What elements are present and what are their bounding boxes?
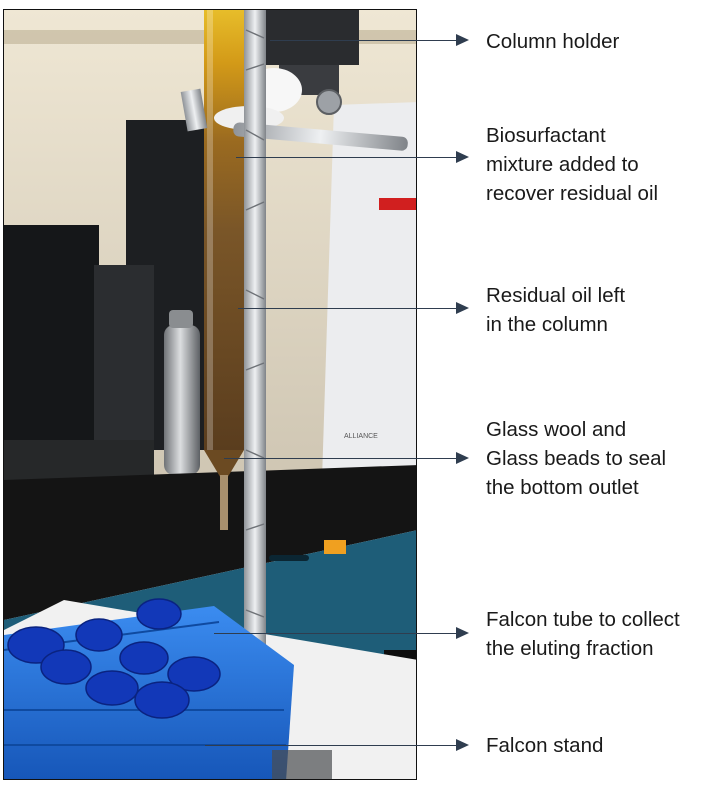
- arrowhead-column-holder: [456, 34, 469, 46]
- steel-bottle: [164, 325, 200, 475]
- bench: [4, 465, 416, 620]
- clamp-arm: [233, 122, 408, 151]
- lab-photo: ALLIANCE: [3, 9, 417, 780]
- arrowhead-glass-wool: [456, 452, 469, 464]
- callout-falcon-tube: Falcon tube to collect the eluting fract…: [486, 608, 680, 660]
- blue-caps: [7, 598, 221, 719]
- callout-falcon-stand: Falcon stand: [486, 734, 604, 757]
- arrowhead-biosurfactant: [456, 151, 469, 163]
- callout-glass-wool-beads: Glass wool and Glass beads to seal the b…: [486, 418, 667, 499]
- leader-line-glass-wool: [224, 458, 456, 459]
- leader-line-falcon-stand: [205, 745, 456, 746]
- white-instrument: [322, 102, 416, 480]
- callout-biosurfactant-mixture: Biosurfactant mixture added to recover r…: [486, 124, 659, 205]
- leader-line-biosurfactant: [236, 157, 456, 158]
- callout-residual-oil: Residual oil left in the column: [486, 284, 626, 336]
- leader-line-falcon-tube: [214, 633, 456, 634]
- arrowhead-falcon-stand: [456, 739, 469, 751]
- glass-column: [204, 10, 244, 450]
- chromatography-setup-photo: ALLIANCE: [4, 10, 416, 779]
- arrowhead-falcon-tube: [456, 627, 469, 639]
- foil-rod: [244, 10, 266, 650]
- leader-line-column-holder: [270, 40, 456, 41]
- arrowhead-residual-oil: [456, 302, 469, 314]
- monitor: [4, 225, 99, 440]
- leader-line-residual-oil: [238, 308, 456, 309]
- callout-column-holder: Column holder: [486, 30, 620, 53]
- equipment-badge: ALLIANCE: [344, 433, 378, 440]
